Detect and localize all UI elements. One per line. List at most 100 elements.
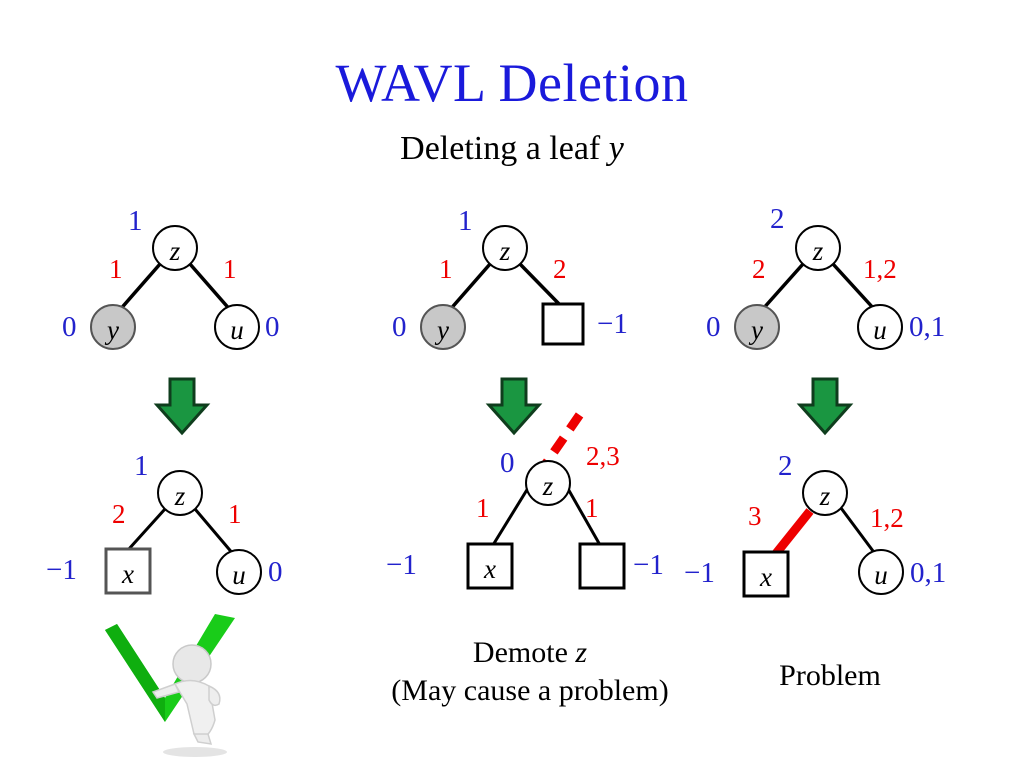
tree-top-left: z y u 1 0 0 1 1 <box>60 200 320 365</box>
node-left-child-label: y <box>437 315 449 345</box>
rank-right-child: 0,1 <box>910 557 947 589</box>
rank-diff-left: 2 <box>752 254 766 284</box>
tree-top-right-graphics <box>734 225 903 350</box>
node-root[interactable] <box>802 470 848 516</box>
edge-root-left <box>116 262 162 314</box>
node-left-child[interactable] <box>420 304 466 350</box>
node-root[interactable] <box>157 470 203 516</box>
node-right-child[interactable] <box>216 549 262 595</box>
rank-left-child: 0 <box>706 311 721 343</box>
node-root-label: z <box>174 481 186 511</box>
edge-root-right <box>193 508 236 556</box>
caption-problem: Problem <box>779 659 881 692</box>
caption-demote-line2: (May cause a problem) <box>391 674 669 707</box>
subtitle-text: Deleting a leaf <box>400 130 609 167</box>
edge-root-left <box>126 507 167 552</box>
page-title: WAVL Deletion <box>335 53 689 113</box>
rank-diff-left: 3 <box>748 501 762 531</box>
tree-bottom-right: z x u 2 −1 0,1 3 1,2 <box>680 445 980 610</box>
rank-root: 2 <box>770 203 785 235</box>
tree-top-middle: z y 1 0 −1 1 2 <box>390 200 670 365</box>
node-root[interactable] <box>152 225 198 271</box>
edge-root-left <box>760 262 805 312</box>
node-right-child-external[interactable] <box>541 302 585 346</box>
rank-right-child: 0 <box>268 556 283 588</box>
node-left-child-label: x <box>122 559 134 589</box>
rank-diff-left: 1 <box>439 254 453 284</box>
node-left-child-external[interactable] <box>466 542 514 590</box>
caption-demote-text: Demote <box>472 636 576 669</box>
rank-right-child: 0 <box>265 311 280 343</box>
node-right-child-label: u <box>873 315 887 345</box>
tree-top-left-graphics <box>90 225 260 350</box>
rank-diff-right: 1 <box>585 493 599 523</box>
node-right-child-label: u <box>874 560 888 590</box>
node-left-child[interactable] <box>734 304 780 350</box>
page-subtitle: Deleting a leaf y <box>0 128 1024 170</box>
caption-demote-variable: z <box>575 636 588 669</box>
node-left-child-external[interactable] <box>104 547 152 595</box>
node-root-label: z <box>169 236 181 266</box>
caption-demote: Demote z (May cause a problem) <box>340 634 720 710</box>
tree-bottom-left: z x u 1 −1 0 2 1 <box>38 445 328 610</box>
edge-root-right <box>188 262 234 314</box>
ok-indicator <box>95 612 275 767</box>
edge-root-right <box>518 262 564 309</box>
node-left-child[interactable] <box>90 304 136 350</box>
rank-root: 1 <box>458 205 473 237</box>
tree-bottom-middle-graphics <box>466 407 626 590</box>
down-arrow-right <box>795 375 855 442</box>
edge-root-right <box>831 262 877 312</box>
node-root-label: z <box>812 236 824 266</box>
node-right-child-external[interactable] <box>578 542 626 590</box>
rank-diff-left: 1 <box>476 493 490 523</box>
edge-root-left <box>446 262 492 314</box>
rank-left-child: −1 <box>684 557 715 589</box>
rank-left-child: −1 <box>386 549 417 581</box>
rank-diff-left: 2 <box>112 499 126 529</box>
node-left-child-label: y <box>751 315 763 345</box>
edge-root-left <box>491 479 535 546</box>
rank-diff-right: 1,2 <box>870 503 904 533</box>
tree-bottom-right-graphics <box>742 470 904 598</box>
rank-root: 1 <box>134 450 149 482</box>
rank-diff-right: 1 <box>223 254 237 284</box>
node-left-child-external[interactable] <box>742 550 790 598</box>
node-left-child-label: x <box>760 562 772 592</box>
rank-left-child: −1 <box>46 554 77 586</box>
node-root[interactable] <box>795 225 841 271</box>
tree-top-right: z y u 2 0 0,1 2 1,2 <box>700 196 1000 366</box>
node-root-label: z <box>819 481 831 511</box>
rank-diff-right: 1 <box>228 499 242 529</box>
node-left-child-label: x <box>484 554 496 584</box>
down-arrow-left <box>152 375 212 442</box>
rank-diff-right: 2 <box>553 254 567 284</box>
caption-demote-line1: Demote z <box>340 634 720 672</box>
down-arrow-middle-icon <box>485 377 543 436</box>
down-arrow-middle <box>484 375 544 442</box>
rank-left-child: 0 <box>392 311 407 343</box>
rank-diff-parent: 2,3 <box>586 441 620 471</box>
rank-right-child: −1 <box>633 549 664 581</box>
subtitle-variable: y <box>608 130 624 167</box>
rank-left-child: 0 <box>62 311 77 343</box>
tree-bottom-left-graphics <box>104 470 262 595</box>
rank-right-child: 0,1 <box>909 311 946 343</box>
node-right-child[interactable] <box>214 304 260 350</box>
rank-root: 2 <box>778 450 793 482</box>
node-root[interactable] <box>525 460 571 506</box>
node-right-child[interactable] <box>857 304 903 350</box>
node-right-child-label: u <box>230 315 244 345</box>
rank-diff-left: 1 <box>109 254 123 284</box>
node-root-label: z <box>499 236 511 266</box>
down-arrow-left-icon <box>153 377 211 436</box>
tree-bottom-middle: z x 0 −1 −1 1 1 2,3 <box>378 405 678 605</box>
rank-root: 0 <box>500 447 515 479</box>
node-root[interactable] <box>482 225 528 271</box>
node-root-label: z <box>542 471 554 501</box>
rank-diff-right: 1,2 <box>863 254 897 284</box>
node-right-child[interactable] <box>858 549 904 595</box>
node-right-child-label: u <box>232 560 246 590</box>
down-arrow-right-icon <box>796 377 854 436</box>
rank-right-child: −1 <box>597 308 628 340</box>
